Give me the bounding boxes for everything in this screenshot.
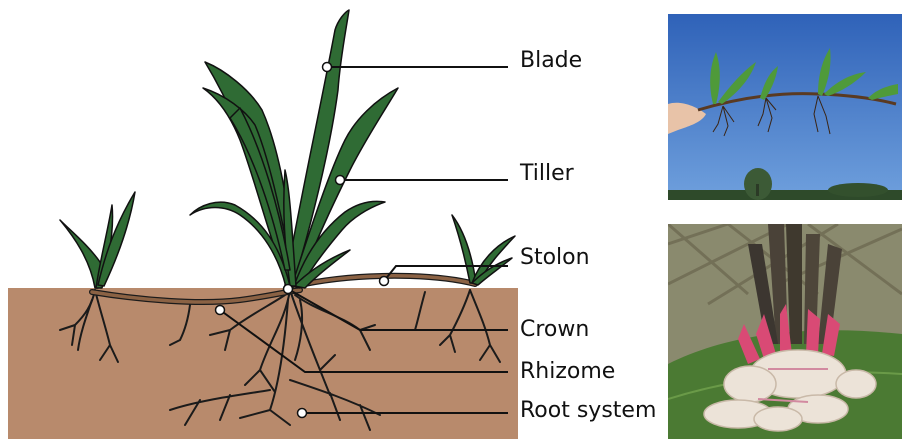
label-tiller: Tiller	[520, 163, 574, 185]
label-rhizome: Rhizome	[520, 361, 615, 383]
label-root-system: Root system	[520, 400, 656, 422]
left-plant-leaves	[60, 192, 135, 288]
main-plant-leaves	[190, 10, 398, 288]
rhizome-crown-photo	[668, 224, 902, 439]
stolon-with-roots-photo	[668, 14, 902, 200]
right-plant-leaves	[452, 215, 515, 285]
label-crown: Crown	[520, 319, 589, 341]
label-blade: Blade	[520, 50, 582, 72]
label-stolon: Stolon	[520, 247, 590, 269]
